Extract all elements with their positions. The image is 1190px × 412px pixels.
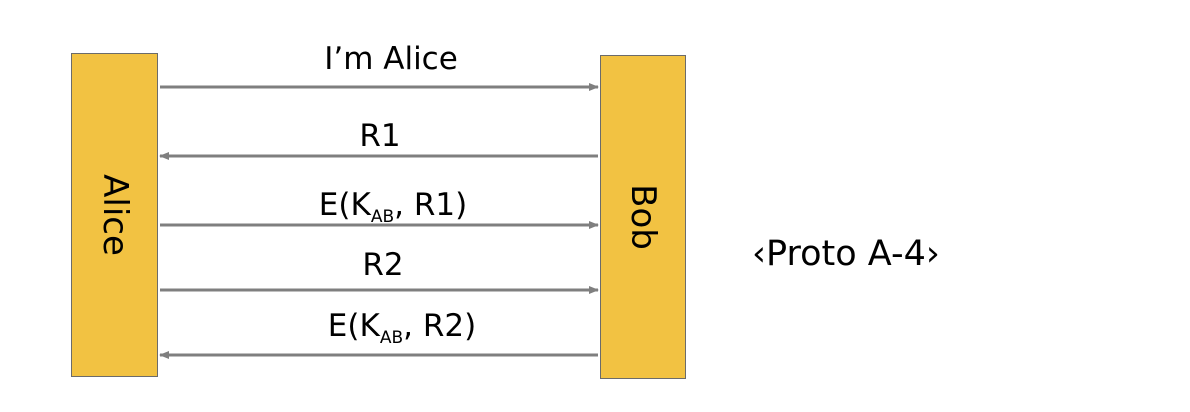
message-4-label: R2 (362, 247, 404, 283)
message-3-label-subscript: AB (370, 207, 395, 227)
message-5-label: E(KAB, R2) (327, 308, 477, 347)
message-5-label-suffix: , R2) (403, 308, 477, 344)
bob-entity-box: Bob (600, 55, 686, 379)
message-5-label-subscript: AB (379, 328, 404, 348)
message-5-label-prefix: E(K (327, 308, 380, 344)
message-3-label-suffix: , R1) (394, 187, 468, 223)
message-3-label: E(KAB, R1) (318, 187, 468, 226)
protocol-label: ‹Proto A-4› (752, 234, 940, 274)
message-3-label-prefix: E(K (318, 187, 371, 223)
alice-entity-box: Alice (71, 53, 158, 377)
message-1-label: I’m Alice (324, 41, 458, 77)
message-2-label: R1 (359, 118, 401, 154)
